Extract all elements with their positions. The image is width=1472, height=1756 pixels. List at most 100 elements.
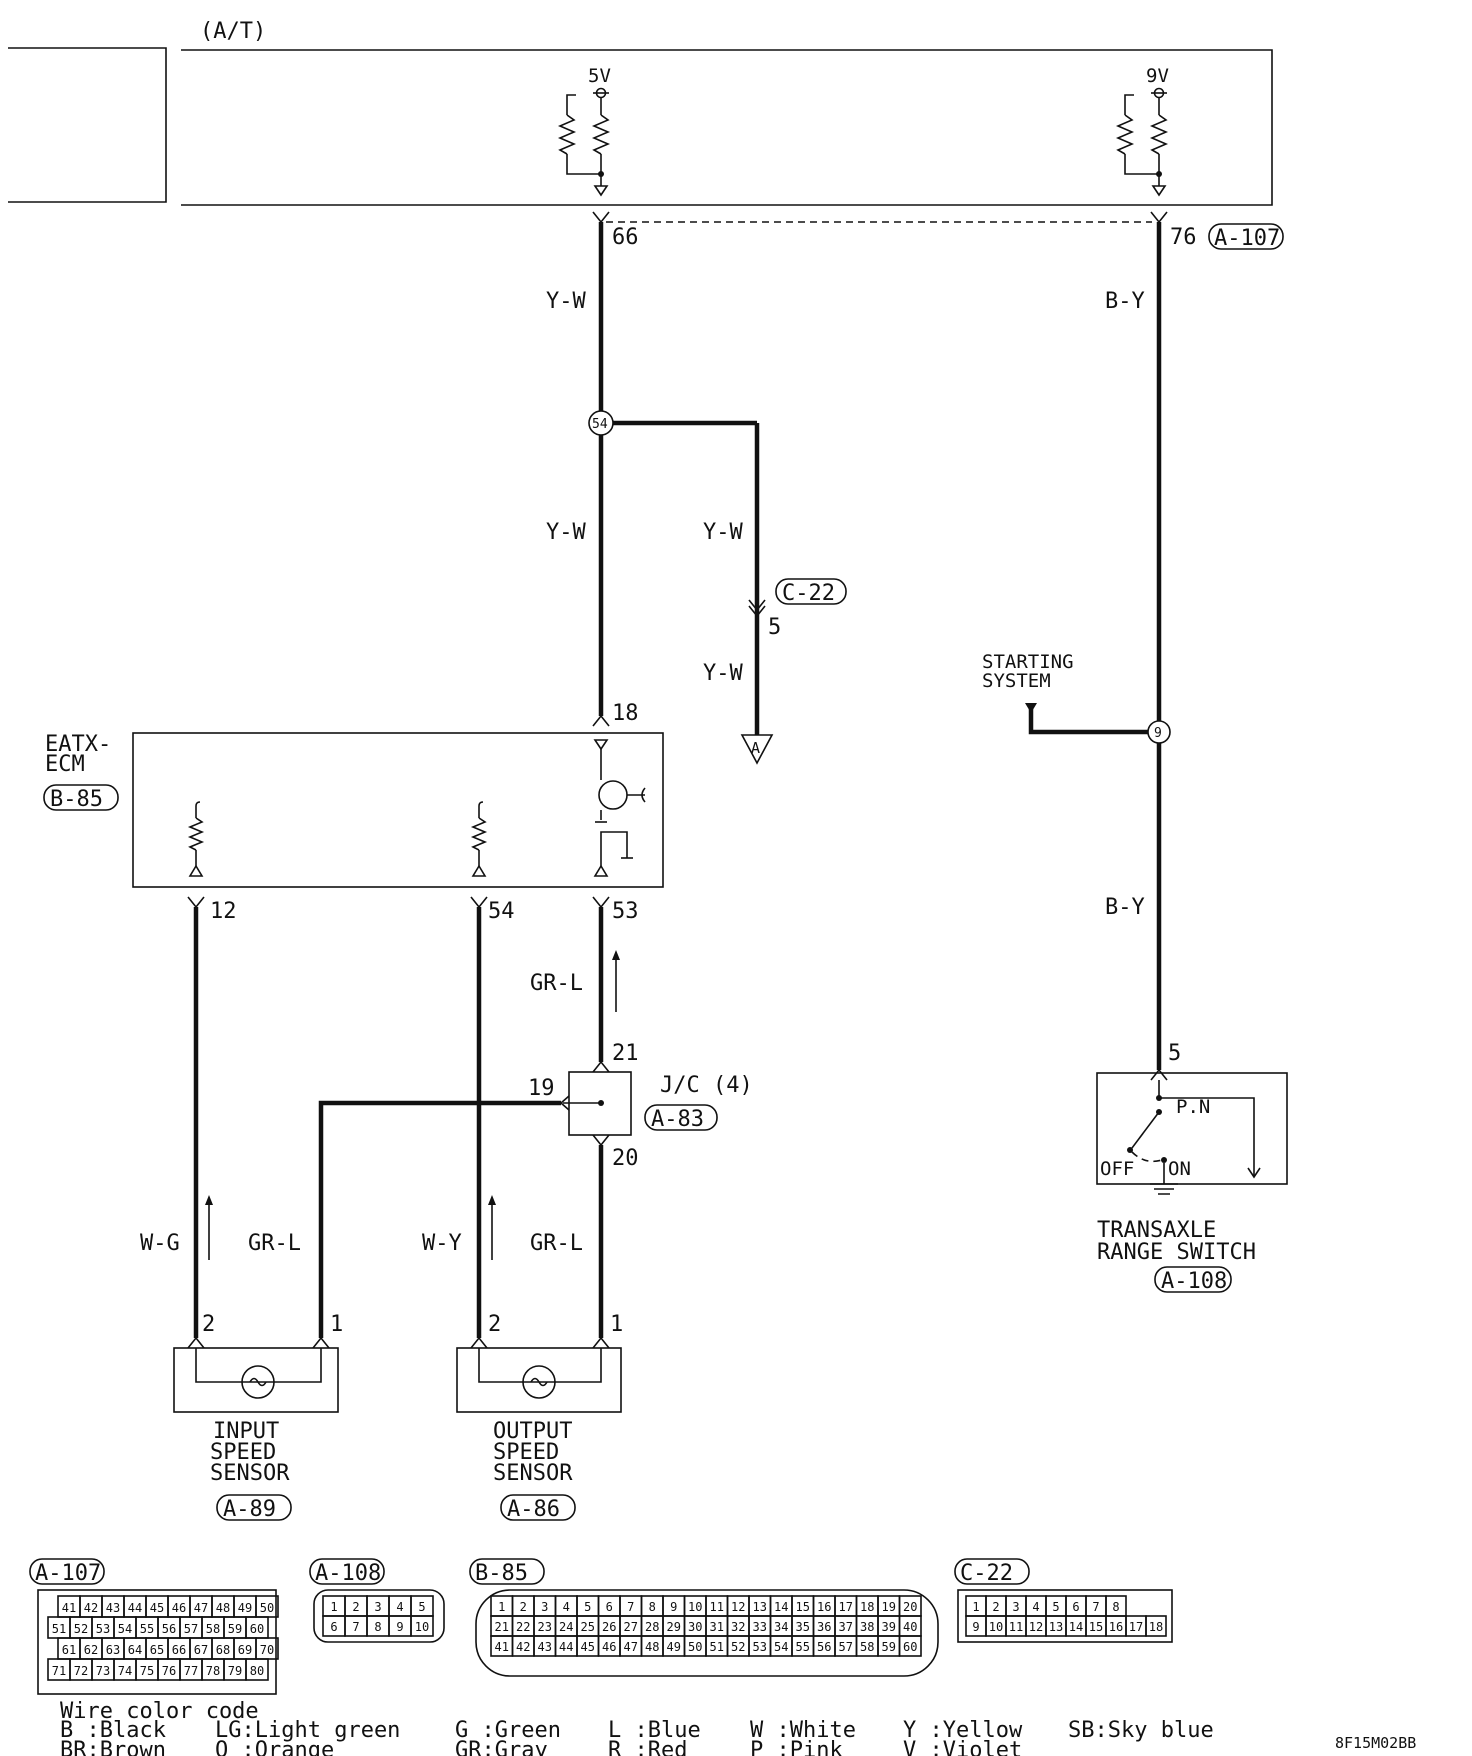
b85-cavity-12: 12: [731, 1600, 745, 1614]
b85-cavity-44: 44: [559, 1640, 573, 1654]
b85-cavity-30: 30: [688, 1620, 702, 1634]
pin-12: 12: [210, 899, 237, 924]
legend-entry: R :Red: [608, 1738, 687, 1756]
jc-label: J/C (4): [660, 1073, 753, 1098]
a107-cavity-58: 58: [206, 1622, 220, 1636]
legend-entry: BR:Brown: [60, 1738, 166, 1756]
a108-cavity-7: 7: [352, 1620, 359, 1634]
a107-cavity-44: 44: [128, 1601, 142, 1615]
wire-color-legend: Wire color code B :BlackBR:BrownLG:Light…: [60, 1699, 1214, 1756]
figure-id: 8F15M02BB: [1335, 1734, 1416, 1752]
b85-cavity-36: 36: [817, 1620, 831, 1634]
ground-a-symbol: A: [740, 734, 774, 765]
wire-label-yw-2: Y-W: [546, 520, 586, 545]
b85-cavity-33: 33: [753, 1620, 767, 1634]
ecm-label-line2: ECM: [45, 752, 85, 777]
pin-53-mark: [592, 896, 610, 909]
legend-entry: O :Orange: [215, 1738, 334, 1756]
b85-cavity-38: 38: [860, 1620, 874, 1634]
b85-cavity-28: 28: [645, 1620, 659, 1634]
splice-9-label: 9: [1154, 726, 1162, 741]
wire-by-main: 76 B-Y B-Y: [1105, 211, 1197, 1070]
a107-cavity-45: 45: [150, 1601, 164, 1615]
b85-cavity-46: 46: [602, 1640, 616, 1654]
b85-cavity-17: 17: [839, 1600, 853, 1614]
b85-cavity-58: 58: [860, 1640, 874, 1654]
b85-cavity-8: 8: [649, 1600, 656, 1614]
c22-cavity-4: 4: [1032, 1600, 1039, 1614]
a107-cavity-59: 59: [228, 1622, 242, 1636]
c22-cavity-1: 1: [972, 1600, 979, 1614]
b85-cavity-43: 43: [538, 1640, 552, 1654]
a107-cavity-72: 72: [74, 1664, 88, 1678]
a107-cavity-66: 66: [172, 1643, 186, 1657]
a107-cavity-54: 54: [118, 1622, 132, 1636]
a107-cavity-48: 48: [216, 1601, 230, 1615]
c22-cavity-6: 6: [1072, 1600, 1079, 1614]
b85-cavity-21: 21: [495, 1620, 509, 1634]
b85-cavity-54: 54: [774, 1640, 788, 1654]
wire-label-grl-1: GR-L: [530, 971, 583, 996]
connector-view-a107-title: A-107: [35, 1561, 101, 1586]
input-sensor-line1: INPUT: [213, 1419, 279, 1444]
a107-cavity-64: 64: [128, 1643, 142, 1657]
a107-cavity-74: 74: [118, 1664, 132, 1678]
connector-view-a108-title: A-108: [315, 1561, 381, 1586]
a107-cavity-62: 62: [84, 1643, 98, 1657]
ecm-label-line1: EATX-: [45, 732, 111, 757]
legend-entry: V :Violet: [903, 1738, 1022, 1756]
wire-wy: W-Y: [422, 907, 496, 1338]
a107-cavity-61: 61: [62, 1643, 76, 1657]
a107-cavity-63: 63: [106, 1643, 120, 1657]
a107-cavity-78: 78: [206, 1664, 220, 1678]
connector-c22-pin: [748, 599, 766, 618]
c22-cavity-9: 9: [972, 1620, 979, 1634]
a107-cavity-80: 80: [250, 1664, 264, 1678]
wire-label-yw-4: Y-W: [703, 661, 743, 686]
a107-cavity-68: 68: [216, 1643, 230, 1657]
starting-system: STARTING SYSTEM: [982, 651, 1159, 735]
b85-cavity-1: 1: [498, 1600, 505, 1614]
a107-cavity-41: 41: [62, 1601, 76, 1615]
c22-cavity-12: 12: [1029, 1620, 1043, 1634]
a108-cavity-1: 1: [330, 1600, 337, 1614]
b85-cavity-22: 22: [516, 1620, 530, 1634]
b85-cavity-15: 15: [796, 1600, 810, 1614]
wire-label-grl-3: GR-L: [530, 1231, 583, 1256]
a107-cavity-56: 56: [162, 1622, 176, 1636]
wire-label-by-2: B-Y: [1105, 895, 1145, 920]
connector-a107-tag: A-107: [1208, 223, 1284, 251]
a107-cavity-71: 71: [52, 1664, 66, 1678]
a107-cavity-67: 67: [194, 1643, 208, 1657]
b85-cavity-55: 55: [796, 1640, 810, 1654]
b85-cavity-24: 24: [559, 1620, 573, 1634]
svg-text:A-107: A-107: [1214, 226, 1280, 251]
output-sensor-line3: SENSOR: [493, 1461, 573, 1486]
svg-text:A: A: [751, 739, 760, 757]
wire-grl-input: [318, 1100, 561, 1338]
b85-cavity-32: 32: [731, 1620, 745, 1634]
input-speed-sensor: 2 1 INPUT SPEED SENSOR: [173, 1312, 343, 1486]
b85-cavity-7: 7: [627, 1600, 634, 1614]
a108-cavity-2: 2: [352, 1600, 359, 1614]
c22-cavity-5: 5: [1052, 1600, 1059, 1614]
section-title: (A/T): [200, 19, 266, 44]
a107-cavity-60: 60: [250, 1622, 264, 1636]
b85-cavity-31: 31: [710, 1620, 724, 1634]
b85-cavity-41: 41: [495, 1640, 509, 1654]
connector-b85-tag: B-85: [43, 784, 119, 812]
b85-cavity-47: 47: [624, 1640, 638, 1654]
switch-on: ON: [1168, 1158, 1191, 1180]
c22-cavity-7: 7: [1092, 1600, 1099, 1614]
b85-cavity-35: 35: [796, 1620, 810, 1634]
connector-a89-tag: A-89: [216, 1494, 292, 1522]
b85-cavity-50: 50: [688, 1640, 702, 1654]
c22-cavity-3: 3: [1012, 1600, 1019, 1614]
b85-cavity-40: 40: [903, 1620, 917, 1634]
pin-20: 20: [612, 1146, 639, 1171]
a108-cavity-4: 4: [396, 1600, 403, 1614]
a107-cavity-75: 75: [140, 1664, 154, 1678]
b85-cavity-26: 26: [602, 1620, 616, 1634]
